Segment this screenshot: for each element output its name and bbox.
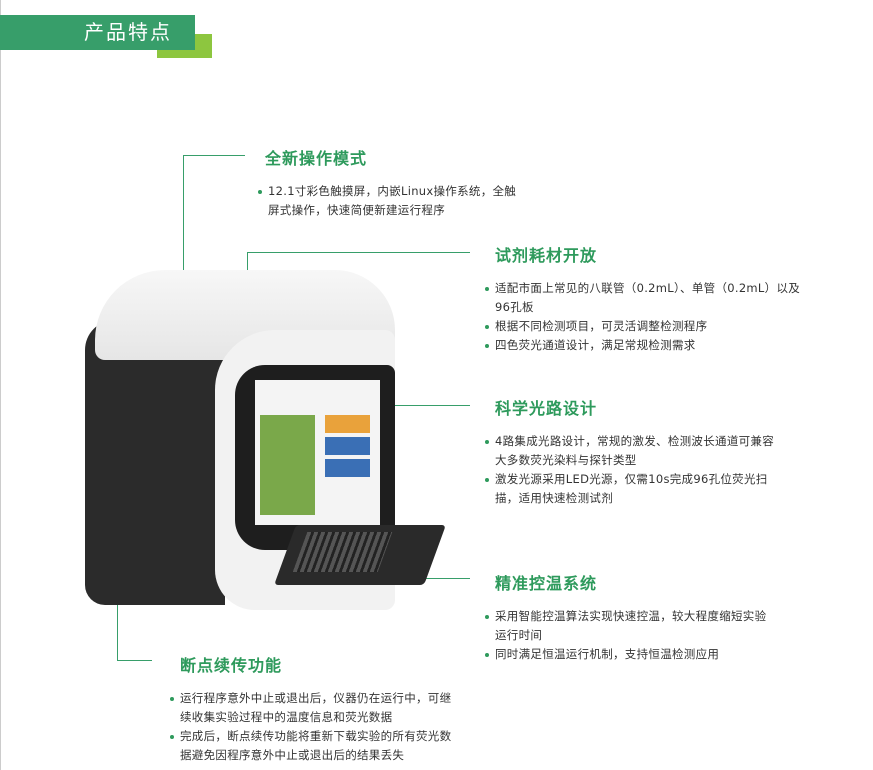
page-edge: [0, 0, 1, 770]
feature-resume: 断点续传功能 运行程序意外中止或退出后，仪器仍在运行中，可继续收集实验过程中的温…: [170, 652, 460, 765]
connector: [247, 252, 470, 253]
feature-optics: 科学光路设计 4路集成光路设计，常规的激发、检测波长通道可兼容大多数荧光染料与探…: [485, 395, 775, 508]
feature-bullet: 完成后，断点续传功能将重新下载实验的所有荧光数据避免因程序意外中止或退出后的结果…: [170, 727, 460, 765]
feature-bullet: 同时满足恒温运行机制，支持恒温检测应用: [485, 645, 775, 664]
feature-bullet: 运行程序意外中止或退出后，仪器仍在运行中，可继续收集实验过程中的温度信息和荧光数…: [170, 689, 460, 727]
feature-title: 科学光路设计: [495, 399, 598, 418]
feature-bullet: 适配市面上常见的八联管（0.2mL）、单管（0.2mL）以及96孔板: [485, 279, 805, 317]
connector: [183, 155, 184, 325]
connector: [183, 155, 245, 156]
section-banner: 产品特点: [0, 15, 195, 50]
feature-operation-mode: 全新操作模式 12.1寸彩色触摸屏，内嵌Linux操作系统，全触屏式操作，快速简…: [258, 145, 518, 220]
feature-bullet: 激发光源采用LED光源，仅需10s完成96孔位荧光扫描，适用快速检测试剂: [485, 470, 775, 508]
feature-title: 全新操作模式: [265, 149, 368, 168]
connector: [117, 660, 152, 661]
feature-reagents: 试剂耗材开放 适配市面上常见的八联管（0.2mL）、单管（0.2mL）以及96孔…: [485, 242, 805, 355]
feature-bullet: 4路集成光路设计，常规的激发、检测波长通道可兼容大多数荧光染料与探针类型: [485, 432, 775, 470]
feature-bullet: 四色荧光通道设计，满足常规检测需求: [485, 336, 805, 355]
feature-bullet: 根据不同检测项目，可灵活调整检测程序: [485, 317, 805, 336]
feature-title: 断点续传功能: [180, 656, 283, 675]
feature-temperature: 精准控温系统 采用智能控温算法实现快速控温，较大程度缩短实验运行时间 同时满足恒…: [485, 570, 775, 664]
feature-bullet: 12.1寸彩色触摸屏，内嵌Linux操作系统，全触屏式操作，快速简便新建运行程序: [258, 182, 518, 220]
feature-title: 精准控温系统: [495, 574, 598, 593]
feature-title: 试剂耗材开放: [495, 246, 598, 265]
connector: [380, 405, 470, 406]
pcr-instrument-image: [85, 270, 446, 615]
feature-bullet: 采用智能控温算法实现快速控温，较大程度缩短实验运行时间: [485, 607, 775, 645]
